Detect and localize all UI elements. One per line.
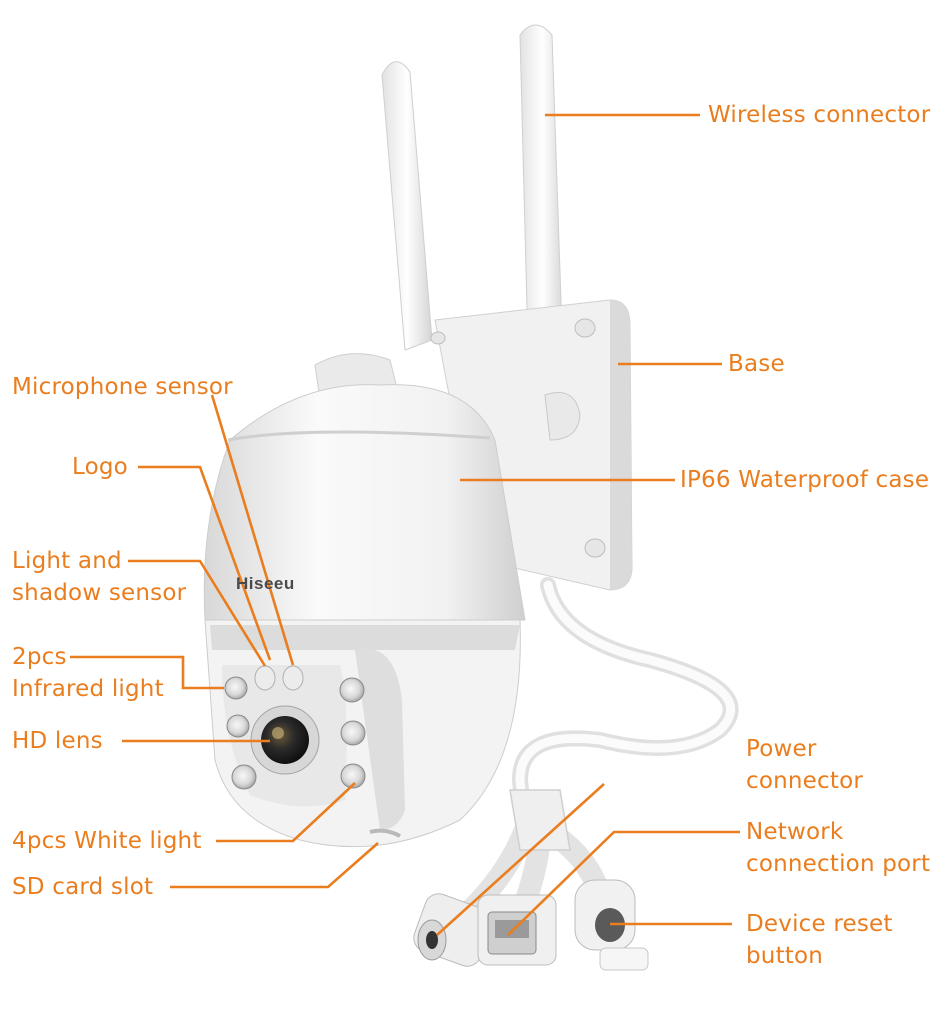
white-led [340,763,366,789]
sd-card-slot [369,828,401,838]
label-sd-card-slot: SD card slot [12,874,154,900]
white-led [340,720,366,746]
label-logo: Logo [72,454,128,480]
microphone-sensor [282,665,304,691]
light-shadow-sensor [254,665,276,691]
label-ip66-waterproof-case: IP66 Waterproof case [680,467,930,493]
label-hd-lens: HD lens [12,728,103,754]
infrared-led [224,676,248,700]
leader-light-shadow [128,559,267,667]
leader-network [507,830,740,936]
label-light-shadow-sensor: Light and shadow sensor [12,548,187,606]
label-device-reset-button: Device reset button [746,911,893,969]
white-led [339,677,365,703]
label-base: Base [728,351,785,377]
hd-lens-glass [250,705,320,775]
infrared-led [226,714,250,738]
network-port-plug [477,894,557,966]
label-power-connector: Power connector [746,736,864,794]
label-infrared-light: 2pcs Infrared light [12,644,164,702]
brand-logo: Hiseeu [236,574,295,594]
waterproof-dome [203,353,526,621]
leader-power [436,783,605,936]
label-network-connection-port: Network connection port [746,819,931,877]
antenna-left [381,61,433,351]
leader-logo [138,465,272,661]
white-led [231,764,257,790]
leader-microphone [210,394,295,666]
label-wireless-connector: Wireless connector [708,102,931,128]
brand-logo-text: Hiseeu [236,574,295,593]
leader-infrared [70,655,224,690]
label-white-light: 4pcs White light [12,828,202,854]
leader-white-light [216,782,356,843]
leader-sd-card [170,842,379,889]
leader-lines [70,113,740,936]
label-microphone-sensor: Microphone sensor [12,374,233,400]
